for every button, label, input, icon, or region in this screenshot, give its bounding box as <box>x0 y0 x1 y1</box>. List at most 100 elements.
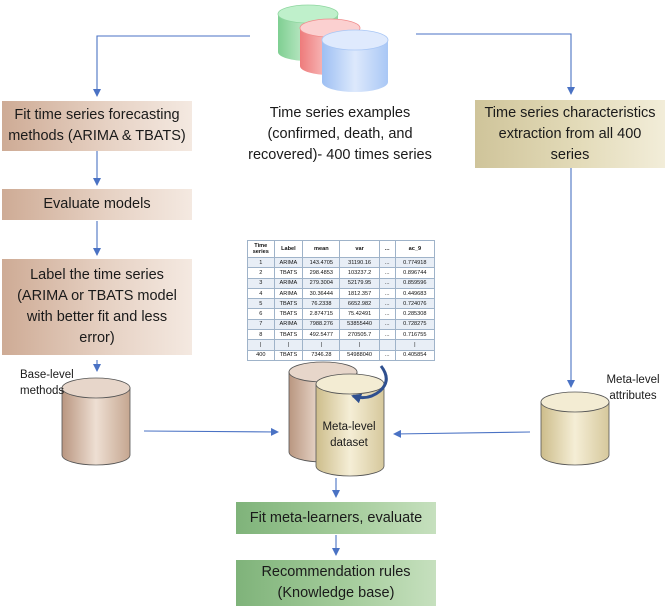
table-header: mean <box>302 240 341 258</box>
table-cell: 7988.276 <box>302 318 341 331</box>
table-cell: 31190.16 <box>339 256 380 269</box>
table-cell: 30.36444 <box>302 287 341 300</box>
table-cell: 2 <box>247 267 275 279</box>
table-header: Label <box>273 240 304 258</box>
table-cell: 8 <box>247 329 275 341</box>
meta-level-attributes-label: Meta-level attributes <box>606 374 660 402</box>
table-cell: 3 <box>247 277 275 289</box>
table-cell: 0.728275 <box>394 318 436 331</box>
table-cell: 279.3004 <box>302 277 341 289</box>
table-cell: TBATS <box>273 267 304 279</box>
meta-level-dataset-label: Meta-level dataset <box>322 421 376 449</box>
blue-cylinder <box>321 29 389 92</box>
meta-level-dataset-database-icon <box>288 361 385 477</box>
table-cell: | <box>247 339 275 351</box>
table-cell: 1 <box>247 256 275 269</box>
base-level-methods-label: Base-level methods <box>20 369 74 397</box>
table-header: ... <box>378 240 396 258</box>
table-cell: | <box>273 339 304 351</box>
table-cell: 1812.357 <box>339 287 380 300</box>
recommendation-rules-box: Recommendation rules (Knowledge base) <box>236 560 436 606</box>
table-cell: ARIMA <box>273 256 304 269</box>
table-header: Time series <box>247 240 275 258</box>
table-cell: ... <box>378 318 396 331</box>
table-cell: TBATS <box>273 349 304 361</box>
table-cell: TBATS <box>273 308 304 320</box>
base-level-database-icon <box>61 377 131 466</box>
table-cell: 0.405854 <box>394 349 436 361</box>
table-header-row: Time series Label mean var ... ac_9 <box>247 240 436 258</box>
table-cell: ... <box>378 277 396 289</box>
table-cell: 7346.28 <box>302 349 341 361</box>
table-cell: ... <box>378 329 396 341</box>
table-cell: 75.42491 <box>339 308 380 320</box>
time-series-database-icon <box>277 4 389 92</box>
table-cell: ARIMA <box>273 277 304 289</box>
table-cell: 76.2338 <box>302 298 341 310</box>
table-cell: 0.896744 <box>394 267 436 279</box>
table-cell: 0.859596 <box>394 277 436 289</box>
table-cell: 298.4853 <box>302 267 341 279</box>
table-cell: 4 <box>247 287 275 300</box>
table-cell: ... <box>378 267 396 279</box>
table-cell <box>378 339 396 351</box>
table-cell: ... <box>378 287 396 300</box>
table-cell: | <box>339 339 380 351</box>
table-cell: 53855440 <box>339 318 380 331</box>
time-series-examples-label: Time series examples (confirmed, death, … <box>248 105 432 163</box>
fit-forecasting-methods-box: Fit time series forecasting methods (ARI… <box>2 101 192 151</box>
table-cell: 6652.982 <box>339 298 380 310</box>
table-cell: 492.5477 <box>302 329 341 341</box>
table-cell: 2.874715 <box>302 308 341 320</box>
table-cell: 7 <box>247 318 275 331</box>
table-cell: 0.449683 <box>394 287 436 300</box>
table-row: ||||| <box>247 339 436 351</box>
table-cell: 270505.7 <box>339 329 380 341</box>
table-cell: ... <box>378 256 396 269</box>
table-cell: ... <box>378 308 396 320</box>
table-cell: 0.716755 <box>394 329 436 341</box>
table-cell: ARIMA <box>273 287 304 300</box>
table-cell: 0.724076 <box>394 298 436 310</box>
characteristics-extraction-box: Time series characteristics extraction f… <box>475 100 665 168</box>
table-header: var <box>339 240 380 258</box>
fit-meta-learners-box: Fit meta-learners, evaluate <box>236 502 436 534</box>
arrow-base-to-dataset <box>143 427 279 436</box>
table-cell: ... <box>378 298 396 310</box>
table-cell: ARIMA <box>273 318 304 331</box>
table-cell: | <box>302 339 341 351</box>
table-cell: 6 <box>247 308 275 320</box>
arrow-examples-to-characteristics <box>416 33 575 95</box>
curved-arrow-icon <box>351 365 388 404</box>
table-header: ac_9 <box>394 240 436 258</box>
table-cell: 400 <box>247 349 275 361</box>
meta-level-attributes-database-icon <box>540 391 610 466</box>
table-cell: 0.774918 <box>394 256 436 269</box>
arrow-examples-to-fit <box>93 35 250 97</box>
table-cell: TBATS <box>273 298 304 310</box>
table-cell: 52179.95 <box>339 277 380 289</box>
arrow-attributes-to-dataset <box>393 429 531 438</box>
label-time-series-box: Label the time series (ARIMA or TBATS mo… <box>2 259 192 355</box>
table-cell: | <box>394 339 436 351</box>
table-cell: TBATS <box>273 329 304 341</box>
evaluate-models-box: Evaluate models <box>2 189 192 220</box>
table-cell: 5 <box>247 298 275 310</box>
table-cell: 103237.2 <box>339 267 380 279</box>
table-cell: 143.4705 <box>302 256 341 269</box>
table-cell: 0.285308 <box>394 308 436 320</box>
table-cell: 54988040 <box>339 349 380 361</box>
flow-connectors <box>93 33 575 556</box>
table-cell: ... <box>378 349 396 361</box>
